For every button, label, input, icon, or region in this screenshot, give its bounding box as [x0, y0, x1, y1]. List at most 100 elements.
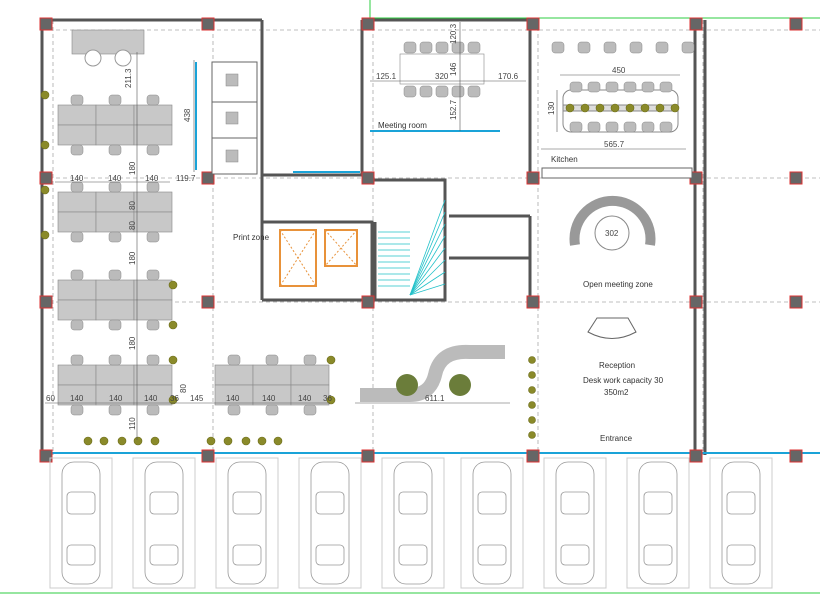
plant: [223, 436, 233, 446]
chair: [569, 81, 583, 93]
chair: [551, 41, 565, 54]
chair: [587, 81, 601, 93]
dim-desk-depth: 80: [128, 201, 137, 210]
parking-area: [49, 457, 773, 589]
desk: [133, 124, 173, 146]
plant: [528, 371, 536, 379]
plant: [168, 320, 178, 330]
dim-lounge: 211.3: [124, 68, 133, 88]
plant: [610, 103, 620, 113]
car: [638, 461, 678, 585]
desk: [95, 124, 135, 146]
plant: [40, 140, 50, 150]
car-rear-window: [726, 544, 756, 566]
stair-step: [409, 259, 446, 296]
column: [689, 449, 703, 463]
chair: [655, 41, 669, 54]
dim-desk-w: 140: [226, 394, 240, 403]
desk: [214, 364, 254, 386]
desk: [95, 104, 135, 126]
dim-meet-len: 320: [435, 72, 449, 81]
chair: [70, 354, 84, 366]
plant: [326, 355, 336, 365]
chair: [70, 404, 84, 416]
chair: [108, 94, 122, 106]
chair: [146, 354, 160, 366]
desk: [133, 299, 173, 321]
car-rear-window: [66, 544, 96, 566]
plant: [133, 436, 143, 446]
column: [361, 449, 375, 463]
parking-bay: [460, 457, 524, 589]
chair: [605, 121, 619, 133]
desk: [57, 104, 97, 126]
desk: [57, 124, 97, 146]
plant: [565, 103, 575, 113]
car: [393, 461, 433, 585]
desk: [57, 279, 97, 301]
chair: [146, 319, 160, 331]
plant: [528, 431, 536, 439]
car-windshield: [66, 491, 96, 515]
car-rear-window: [315, 544, 345, 566]
plant: [326, 395, 336, 405]
chair: [70, 269, 84, 281]
chair: [577, 41, 591, 54]
chair: [569, 121, 583, 133]
chair: [146, 404, 160, 416]
dim-desk-w: 140: [70, 174, 84, 183]
plant: [528, 386, 536, 394]
desk: [290, 364, 330, 386]
chair: [467, 85, 481, 98]
desk: [133, 211, 173, 233]
car-rear-window: [643, 544, 673, 566]
chair: [146, 144, 160, 156]
plant: [528, 416, 536, 424]
column: [526, 449, 540, 463]
plant: [655, 103, 665, 113]
chair: [659, 121, 673, 133]
chair: [403, 41, 417, 54]
column: [39, 449, 53, 463]
column: [39, 17, 53, 31]
chair: [265, 404, 279, 416]
plant: [40, 230, 50, 240]
kitchen-counter: [541, 167, 693, 179]
dim-cluster: 80: [179, 384, 188, 393]
dim-kitchen-table-w: 130: [547, 101, 556, 115]
plant: [580, 103, 590, 113]
parking-bay: [709, 457, 773, 589]
dim-window: 110: [128, 417, 137, 430]
chair: [108, 144, 122, 156]
dim-desk-depth: 80: [128, 221, 137, 230]
chair: [70, 319, 84, 331]
dim-desk-w: 140: [298, 394, 312, 403]
chair: [659, 81, 673, 93]
dim-desk-w: 140: [262, 394, 276, 403]
dim-end: 36: [170, 394, 179, 403]
column: [201, 295, 215, 309]
dim-aisle: 180: [128, 161, 137, 175]
car-rear-window: [477, 544, 507, 566]
entrance-label: Entrance: [600, 434, 633, 443]
chair: [435, 85, 449, 98]
column: [689, 17, 703, 31]
column: [789, 449, 803, 463]
reception-desk: [587, 317, 637, 339]
chair: [605, 81, 619, 93]
plant: [670, 103, 680, 113]
chair: [451, 41, 465, 54]
stair-step: [409, 199, 446, 296]
column: [201, 17, 215, 31]
dim-desk-gap: 119.7: [176, 174, 196, 183]
car-rear-window: [560, 544, 590, 566]
structural-columns: [39, 17, 803, 463]
chair: [70, 94, 84, 106]
car-windshield: [315, 491, 345, 515]
desk: [57, 364, 97, 386]
car-windshield: [232, 491, 262, 515]
chair: [629, 41, 643, 54]
dim-desk-w: 140: [144, 394, 158, 403]
chair: [451, 85, 465, 98]
car: [227, 461, 267, 585]
